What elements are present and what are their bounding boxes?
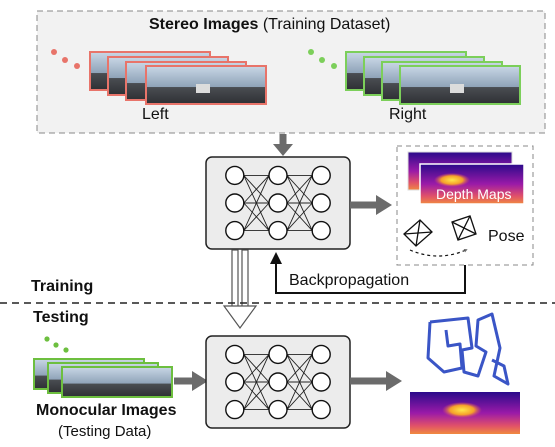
testing-network-graph (225, 344, 331, 420)
network-node (268, 165, 288, 186)
network-edge (286, 354, 313, 410)
result-arrow-head (386, 371, 402, 391)
left-ellipsis-dot (74, 63, 80, 69)
trajectory-path (429, 312, 510, 386)
network-node (268, 220, 288, 241)
mono-image-stack (33, 358, 173, 398)
depth-hotspot (434, 173, 470, 187)
network-node (311, 399, 331, 420)
testing-label: Testing (33, 309, 89, 326)
network-node (225, 220, 245, 241)
left-ellipsis-dot (62, 57, 68, 63)
mono-ellipsis-dot (53, 342, 59, 348)
network-node (225, 372, 245, 392)
network-edge (243, 354, 270, 383)
network-edge (286, 175, 313, 231)
network-node (311, 372, 331, 392)
output-arrow-head (376, 195, 392, 215)
network-node (268, 193, 288, 213)
input-arrow-head (273, 144, 293, 156)
training-label: Training (31, 278, 94, 295)
monocular-images-title: Monocular Images (36, 402, 177, 419)
backpropagation-label: Backpropagation (289, 272, 410, 289)
network-node (268, 372, 288, 392)
pose-label: Pose (488, 228, 525, 245)
right-ellipsis-dot (331, 63, 337, 69)
right-image-stack (345, 51, 521, 105)
network-node (311, 165, 331, 186)
left-label: Left (142, 106, 169, 123)
network-edge (243, 381, 270, 410)
training-network-graph (225, 165, 331, 241)
network-edge (286, 175, 313, 204)
right-label: Right (389, 106, 427, 123)
stereo-images-title-rest: (Training Dataset) (262, 16, 391, 33)
network-node (225, 193, 245, 213)
network-node (268, 344, 288, 365)
backprop-arrow-line (275, 262, 466, 294)
network-node (311, 220, 331, 241)
stereo-images-title-bold: Stereo Images (149, 16, 259, 33)
trajectory-path-loop (426, 321, 464, 374)
network-edge (286, 381, 313, 410)
network-node (225, 344, 245, 365)
network-node (311, 344, 331, 365)
network-node (311, 193, 331, 213)
train-to-test-arrow (222, 249, 258, 330)
stereo-images-title: Stereo Images (Training Dataset) (149, 17, 390, 33)
network-edge (243, 354, 270, 410)
car-shape (196, 84, 210, 93)
network-edge (243, 175, 270, 204)
car-shape (450, 84, 464, 93)
left-image-stack (89, 51, 267, 105)
network-node (268, 399, 288, 420)
camera-pose-left (403, 219, 433, 247)
network-node (225, 399, 245, 420)
mono-ellipsis-dot (63, 347, 69, 353)
mono-ellipsis-dot (44, 336, 50, 342)
network-edge (286, 202, 313, 231)
depth-maps-stack (407, 151, 525, 205)
monocular-images-subtitle: (Testing Data) (58, 423, 152, 440)
left-ellipsis-dot (51, 49, 57, 55)
depth-maps-label: Depth Maps (436, 186, 512, 202)
mono-image-frame (61, 366, 173, 398)
camera-pose-right (451, 215, 477, 241)
right-ellipsis-dot (319, 57, 325, 63)
network-edge (243, 202, 270, 231)
network-edge (243, 175, 270, 231)
right-ellipsis-dot (308, 49, 314, 55)
mono-arrow-head (192, 371, 208, 391)
predicted-depth-hotspot (442, 402, 482, 418)
backprop-arrow-head (270, 252, 282, 264)
network-edge (286, 354, 313, 383)
network-node (225, 165, 245, 186)
